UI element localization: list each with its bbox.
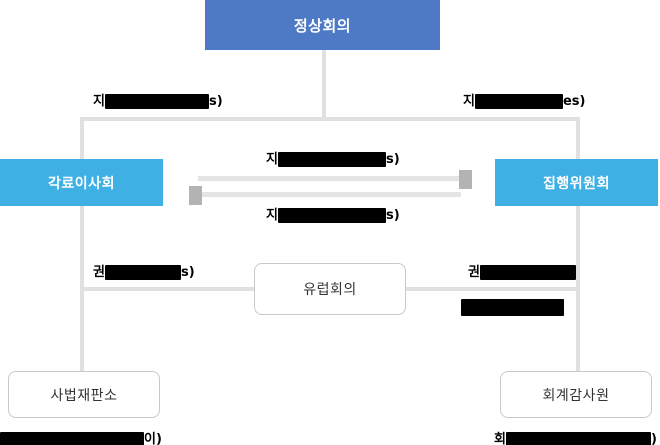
node-summit-label: 정상회의 [293, 16, 352, 35]
connector-commission-down [576, 206, 580, 389]
edge-label-lower-right-upper: 권 [468, 261, 576, 280]
edge-label-summit-right-prefix: 지 [463, 94, 475, 109]
node-executive-committee-label: 집행위원회 [543, 175, 610, 192]
redaction-bar [104, 94, 209, 109]
edge-label-summit-left-prefix: 지 [93, 94, 105, 109]
connector-council-to-assembly [80, 287, 255, 291]
caption-court-of-justice-suffix: 이) [144, 432, 162, 445]
edge-label-lower-left-suffix: s) [180, 265, 195, 280]
redaction-bar [104, 265, 181, 280]
redaction-bar [0, 431, 144, 445]
arrow-head-left [189, 186, 202, 205]
connector-council-down [80, 206, 84, 389]
edge-label-summit-right: 지 es) [463, 90, 585, 109]
redaction-bar [461, 299, 564, 316]
arrow-track-leftward [196, 192, 461, 197]
edge-label-mid-bottom-prefix: 지 [266, 208, 278, 223]
node-summit[interactable]: 정상회의 [205, 0, 440, 50]
edge-label-lower-left: 권 s) [93, 261, 195, 280]
connector-summit-down [322, 50, 326, 119]
node-council-of-ministers-label: 각료이사회 [48, 175, 115, 192]
connector-main-bus [80, 117, 580, 121]
arrow-head-right [459, 170, 472, 189]
connector-commission-to-assembly [405, 287, 580, 291]
edge-label-mid-bottom: 지 s) [266, 204, 400, 223]
node-court-of-auditors[interactable]: 회계감사원 [500, 371, 652, 418]
node-council-of-ministers[interactable]: 각료이사회 [0, 159, 163, 206]
caption-court-of-auditors-prefix: 회 [494, 432, 506, 445]
redaction-bar [474, 94, 563, 109]
redaction-bar [277, 152, 386, 167]
node-court-of-justice[interactable]: 사법재판소 [8, 371, 160, 418]
edge-label-mid-top-prefix: 지 [266, 152, 278, 167]
edge-label-lower-right-upper-prefix: 권 [468, 265, 480, 280]
caption-court-of-auditors: 회) [494, 428, 657, 445]
connector-court-auditors-stub [576, 360, 580, 372]
connector-bus-to-council [80, 117, 84, 159]
connector-bus-to-commission [576, 117, 580, 159]
node-executive-committee[interactable]: 집행위원회 [495, 159, 658, 206]
node-european-assembly[interactable]: 유럽회의 [254, 263, 406, 315]
edge-label-mid-top: 지 s) [266, 148, 400, 167]
node-court-of-auditors-label: 회계감사원 [542, 387, 610, 404]
edge-label-summit-left-suffix: s) [208, 94, 223, 109]
caption-court-of-justice: 이) [0, 428, 162, 445]
node-court-of-justice-label: 사법재판소 [50, 387, 118, 404]
edge-label-summit-right-suffix: es) [562, 94, 586, 109]
edge-label-lower-left-prefix: 권 [93, 265, 105, 280]
edge-label-mid-top-suffix: s) [385, 152, 400, 167]
caption-court-of-auditors-suffix: ) [650, 432, 657, 445]
edge-label-lower-right-lower [461, 299, 564, 316]
arrow-track-rightward [198, 176, 463, 181]
edge-label-mid-bottom-suffix: s) [385, 208, 400, 223]
edge-label-summit-left: 지 s) [93, 90, 223, 109]
redaction-bar [505, 431, 651, 445]
node-european-assembly-label: 유럽회의 [303, 282, 357, 298]
connector-court-justice-stub [80, 360, 84, 372]
redaction-bar [277, 208, 386, 223]
redaction-bar [479, 265, 576, 280]
